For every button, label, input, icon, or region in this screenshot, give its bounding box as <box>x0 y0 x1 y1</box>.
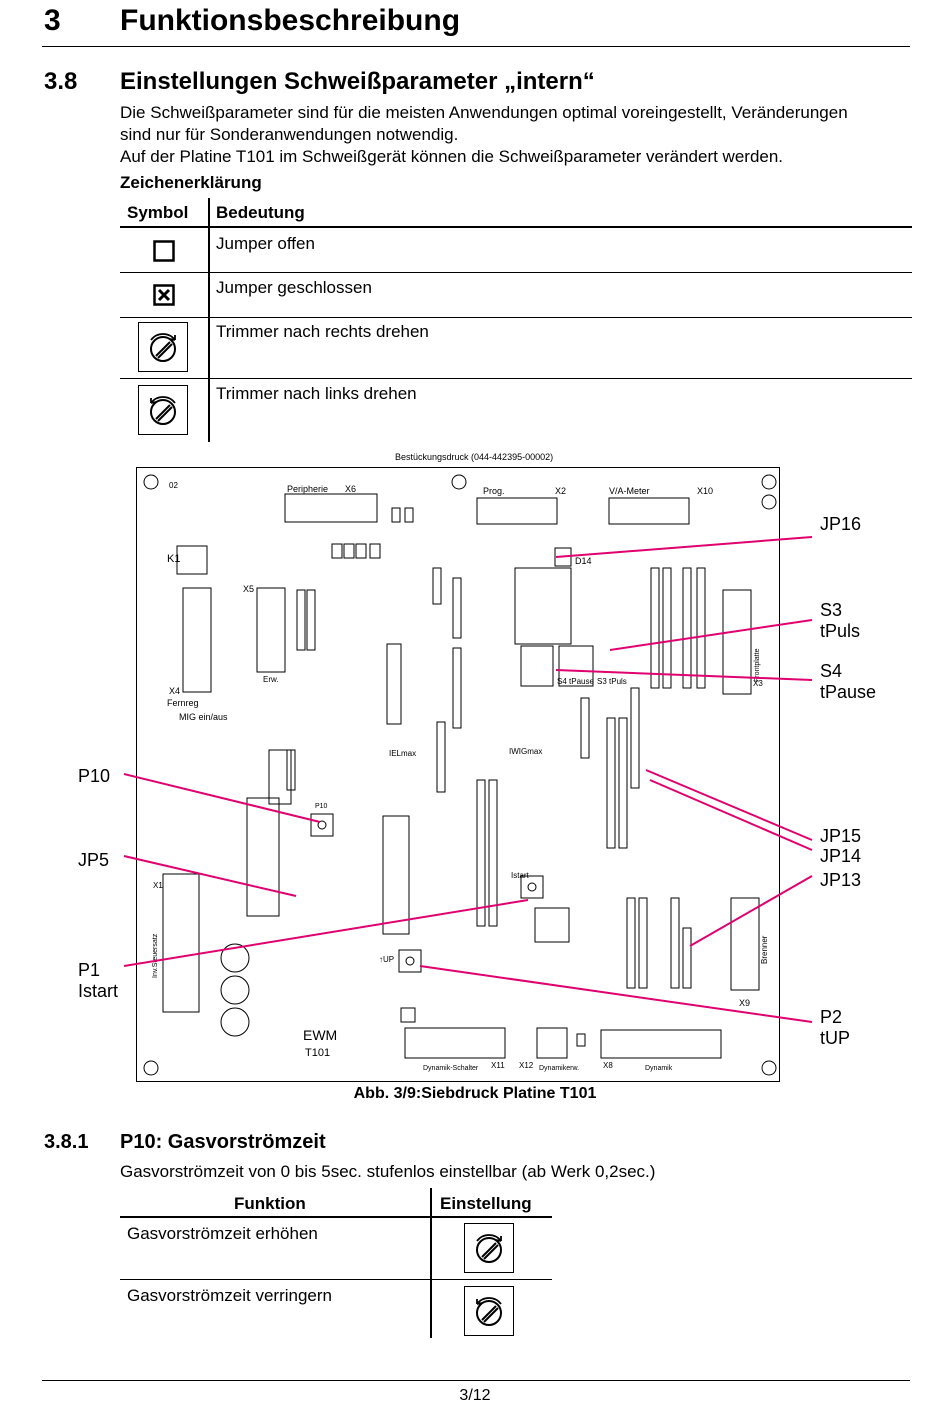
pcb-label-brenner: Brenner <box>760 935 769 964</box>
settings-row-text: Gasvorströmzeit erhöhen <box>127 1224 318 1243</box>
pcb-label-x11: X11 <box>491 1061 505 1070</box>
pcb-label-x12: X12 <box>519 1061 534 1070</box>
footer-rule <box>42 1380 910 1381</box>
jumper-open-icon <box>153 240 175 267</box>
subsection-text: Gasvorströmzeit von 0 bis 5sec. stufenlo… <box>120 1162 656 1181</box>
pcb-label-s3-tpuls: S3 tPuls <box>597 677 627 686</box>
settings-row-text: Gasvorströmzeit verringern <box>127 1286 333 1305</box>
pcb-label-fernreg: Fernreg <box>167 698 199 708</box>
legend-row-text: Trimmer nach rechts drehen <box>216 322 429 341</box>
subsection-title: P10: Gasvorströmzeit <box>120 1131 326 1153</box>
callout-p2-desc: tUP <box>820 1028 851 1048</box>
pcb-label-x3: X3 <box>753 679 763 688</box>
callout-p10: P10 <box>78 766 111 786</box>
callout-p2-name: P2 <box>820 1007 843 1027</box>
settings-col-function: Funktion <box>234 1194 306 1213</box>
figure-caption: Abb. 3/9:Siebdruck Platine T101 <box>353 1085 597 1102</box>
subsection-number: 3.8.1 <box>44 1131 89 1153</box>
legend-row-rule <box>120 272 912 273</box>
callout-jp14: JP14 <box>820 846 862 866</box>
legend-row-text: Jumper offen <box>216 234 315 253</box>
legend-header-rule <box>120 226 912 228</box>
chapter-title: Funktionsbeschreibung <box>120 4 461 37</box>
settings-col-setting: Einstellung <box>440 1194 532 1213</box>
trimmer-left-icon <box>464 1286 514 1336</box>
pcb-board-id: T101 <box>305 1047 330 1059</box>
legend-col-meaning: Bedeutung <box>216 203 305 222</box>
pcb-label-dynamikerw: Dynamikerw. <box>539 1065 579 1072</box>
legend-vline <box>208 198 210 442</box>
settings-table: Funktion Einstellung Gasvorströmzeit erh… <box>120 1186 552 1338</box>
pcb-label-p10: P10 <box>315 803 328 810</box>
callout-jp5: JP5 <box>78 850 110 870</box>
intro-line-3: Auf der Platine T101 im Schweißgerät kön… <box>120 147 784 166</box>
pcb-label-x10: X10 <box>697 486 713 496</box>
callout-s3-name: S3 <box>820 600 843 620</box>
pcb-label-prog: Prog. <box>483 486 505 496</box>
legend-heading: Zeichenerklärung <box>120 173 262 192</box>
chapter-number: 3 <box>44 4 61 37</box>
callout-p1-name: P1 <box>78 960 101 980</box>
header-rule <box>42 46 910 47</box>
intro-line-2: sind nur für Sonderanwendungen notwendig… <box>120 125 459 144</box>
legend-table: Symbol Bedeutung Jumper offen Jumper ges… <box>120 196 912 442</box>
pcb-label-erw: Erw. <box>263 675 279 684</box>
pcb-label-iwigmax: IWIGmax <box>509 747 542 756</box>
callout-jp16: JP16 <box>820 514 862 534</box>
pcb-silkscreen: 02 <box>136 467 780 1082</box>
page-number: 3/12 <box>459 1387 491 1404</box>
pcb-label-mig-einaus: MIG ein/aus <box>179 712 228 722</box>
pcb-drawing: 02 <box>143 474 777 1076</box>
pcb-label-d14: D14 <box>575 556 592 566</box>
figure-print-ref: Bestückungsdruck (044-442395-00002) <box>395 452 554 462</box>
callout-s4-name: S4 <box>820 661 843 681</box>
pcb-label-dynamik-schalter: Dynamik-Schalter <box>423 1065 479 1072</box>
pcb-label-istart: Istart <box>511 871 530 880</box>
callout-s3-desc: tPuls <box>820 621 861 641</box>
pcb-label-s4-tpause: S4 tPause <box>557 677 594 686</box>
callout-jp13: JP13 <box>820 870 862 890</box>
pcb-label-x1: X1 <box>153 881 163 890</box>
jumper-closed-icon <box>153 284 175 311</box>
legend-row-rule <box>120 317 912 318</box>
legend-row-text: Jumper geschlossen <box>216 278 372 297</box>
svg-text:02: 02 <box>169 481 178 490</box>
callout-p1-desc: Istart <box>78 981 119 1001</box>
pcb-label-ielmax: IELmax <box>389 749 416 758</box>
legend-col-symbol: Symbol <box>127 203 189 222</box>
pcb-label-peripherie: Peripherie <box>287 484 328 494</box>
pcb-label-up: ↑UP <box>379 955 394 964</box>
trimmer-right-icon <box>138 322 188 372</box>
legend-row-rule <box>120 378 912 379</box>
trimmer-right-icon <box>464 1223 514 1273</box>
settings-header-rule <box>120 1216 552 1218</box>
section-number: 3.8 <box>44 68 78 95</box>
callout-s4-desc: tPause <box>820 682 877 702</box>
settings-vline <box>430 1188 432 1338</box>
pcb-label-x4: X4 <box>169 686 180 696</box>
pcb-label-inv-steuersatz: Inv.Steuersatz <box>152 933 159 978</box>
section-title: Einstellungen Schweißparameter „intern“ <box>120 68 595 95</box>
pcb-label-va-meter: V/A-Meter <box>609 486 650 496</box>
callout-jp15: JP15 <box>820 826 862 846</box>
trimmer-left-icon <box>138 385 188 435</box>
pcb-label-x8: X8 <box>603 1061 613 1070</box>
pcb-label-dynamik: Dynamik <box>645 1065 673 1072</box>
pcb-label-x9: X9 <box>739 998 750 1008</box>
pcb-label-frontplatte: Frontplatte <box>754 648 761 682</box>
pcb-label-k1: K1 <box>167 553 180 565</box>
pcb-board-name: EWM <box>303 1027 337 1043</box>
settings-row-rule <box>120 1279 552 1280</box>
legend-row-text: Trimmer nach links drehen <box>216 384 417 403</box>
pcb-label-x5: X5 <box>243 584 254 594</box>
pcb-label-x2: X2 <box>555 486 566 496</box>
intro-line-1: Die Schweißparameter sind für die meiste… <box>120 103 848 122</box>
pcb-label-x6: X6 <box>345 484 356 494</box>
